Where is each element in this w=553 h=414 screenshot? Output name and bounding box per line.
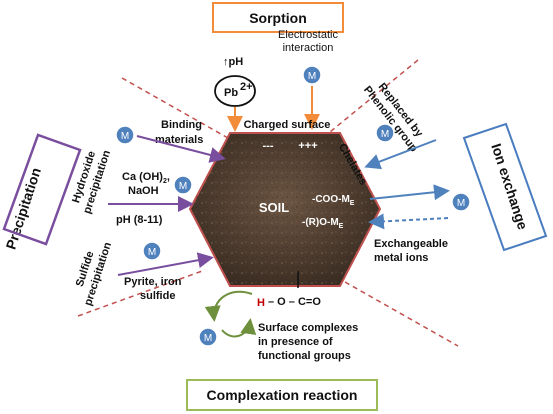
- metal-ion-exchange-top: [375, 123, 395, 143]
- ph-up-label: ↑pH: [223, 56, 243, 68]
- complex-arrow-in: [221, 318, 257, 338]
- soil-center-label: SOIL: [259, 200, 289, 215]
- metal-ion-sorption: [302, 65, 322, 85]
- metal-ion-binding-label: M: [121, 131, 129, 142]
- surface-label-2: in presence of: [258, 336, 333, 348]
- complexation-box: Complexation reaction: [186, 379, 378, 411]
- exchangeable-label-2: metal ions: [374, 252, 428, 264]
- separator-lower-left: [77, 269, 206, 317]
- pb-charge: 2+: [240, 81, 253, 93]
- binding-label-1: Binding: [161, 119, 202, 131]
- metal-ion-sorption-label: M: [308, 71, 316, 82]
- surface-label-3: functional groups: [258, 350, 351, 362]
- sulfide-arrow: [117, 252, 214, 276]
- caoh-comma: ,: [167, 171, 170, 183]
- separator-upper-left: [121, 77, 229, 139]
- ro-group: -(R)O-ME: [302, 217, 344, 230]
- ro-text: -(R)O-M: [302, 217, 339, 228]
- hydrogen-atom: H: [257, 297, 265, 309]
- metal-ion-exchange-right-label: M: [457, 198, 465, 209]
- naoh-label: NaOH: [128, 185, 159, 197]
- separator-upper-right: [329, 59, 419, 133]
- complex-arrow-out: [204, 290, 253, 322]
- electrostatic-label-1: Electrostatic: [278, 29, 338, 41]
- binding-label-2: materials: [155, 134, 203, 146]
- metal-ion-exchange-right: [451, 192, 471, 212]
- soil-labels: SOIL -COO-ME -(R)O-ME: [259, 194, 355, 230]
- pb-symbol: Pb: [224, 87, 238, 99]
- coo-sub: E: [350, 200, 355, 207]
- metal-ion-complex-label: M: [204, 333, 212, 344]
- metal-ion-binding: [115, 125, 135, 145]
- ro-sub: E: [339, 223, 344, 230]
- precipitation-box: Precipitation: [3, 166, 44, 252]
- metal-ion-sulfide-label: M: [148, 247, 156, 258]
- caoh-text: Ca (OH): [122, 171, 163, 183]
- pb-ion-circle: [214, 75, 256, 107]
- coo-text: -COO-M: [312, 194, 350, 205]
- phenolic-arrow: [364, 139, 437, 170]
- exchange-arrow-out: [369, 184, 450, 201]
- separator-lower-right: [344, 281, 459, 347]
- sorption-region: ↑pH Pb 2+ Electrostatic interaction M Ch…: [214, 29, 338, 152]
- soil-hexagon: [188, 132, 382, 287]
- soil-texture: [190, 133, 380, 286]
- binding-arrow: [136, 135, 226, 163]
- coo-group: -COO-ME: [312, 194, 355, 207]
- metal-ion-exchange-top-label: M: [381, 129, 389, 140]
- functional-group-chain: – O – C=O: [268, 296, 321, 308]
- metal-ion-complex: [198, 327, 218, 347]
- sorption-title: Sorption: [249, 10, 307, 26]
- charged-surface-label: Charged surface: [244, 119, 331, 131]
- metal-ion-hydroxide-label: M: [179, 181, 187, 192]
- ph-range-label: pH (8-11): [116, 214, 163, 226]
- complexation-region: H – O – C=O M Surface complexes in prese…: [198, 271, 358, 362]
- ion-exchange-box: Ion exchange: [462, 122, 548, 252]
- caoh-sub: 2: [163, 178, 167, 185]
- electrostatic-label-2: interaction: [283, 42, 334, 54]
- caoh-label: Ca (OH)2,: [122, 171, 170, 185]
- pyrite-label-1: Pyrite, iron: [124, 276, 182, 288]
- pyrite-label-2: sulfide: [140, 290, 175, 302]
- surface-label-1: Surface complexes: [258, 322, 358, 334]
- exchangeable-label-1: Exchangeable: [374, 238, 448, 250]
- negative-charges: ---: [263, 140, 274, 152]
- metal-ion-hydroxide: [173, 175, 193, 195]
- metal-ion-sulfide: [142, 241, 162, 261]
- complexation-title: Complexation reaction: [207, 387, 358, 403]
- positive-charges: +++: [298, 140, 317, 152]
- sorption-box: Sorption: [212, 2, 344, 33]
- exchange-arrow-in: [368, 213, 449, 230]
- precipitation-frame-outline: [2, 133, 82, 246]
- separator-lines: [77, 59, 459, 347]
